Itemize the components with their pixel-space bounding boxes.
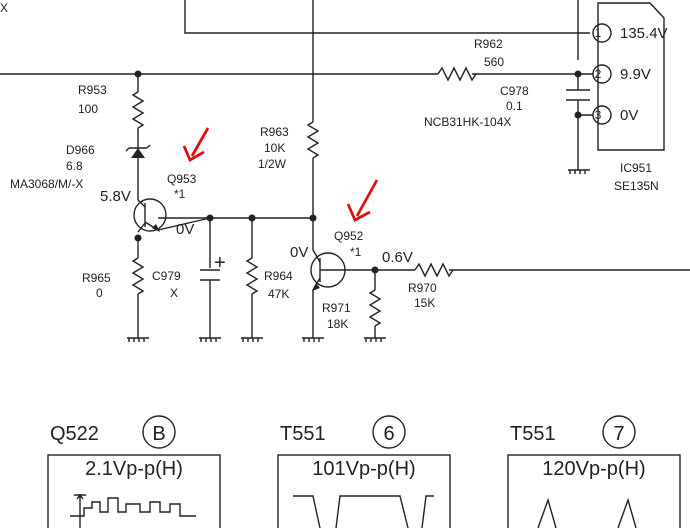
junction-dots — [131, 70, 582, 291]
waveform-3-amplitude: 120Vp-p(H) — [542, 458, 645, 480]
r964-ref: R964 — [264, 269, 293, 283]
waveform-2-point: 6 — [383, 423, 394, 445]
r964-resistor — [245, 257, 259, 295]
ic-pin1-voltage: 135.4V — [620, 25, 668, 42]
waveform-trace-1 — [70, 497, 196, 517]
waveform-3-ref: T551 — [510, 423, 556, 445]
q952-arrow-icon — [346, 179, 379, 222]
r963-power: 1/2W — [258, 157, 287, 171]
c978-capacitor — [566, 89, 590, 101]
annotation-arrows — [182, 127, 379, 222]
c979-ref: C979 — [152, 269, 181, 283]
waveform-2-point-circle — [372, 415, 406, 449]
r970-ref: R970 — [408, 281, 437, 295]
ic-pin3-number: 3 — [595, 108, 602, 122]
r962-resistor — [437, 66, 477, 82]
r965-value: 0 — [96, 286, 103, 300]
r963-value: 10K — [264, 141, 285, 155]
d966-zener-triangle — [131, 148, 145, 158]
ground-symbol — [568, 169, 590, 174]
ic-pin3-voltage: 0V — [620, 107, 638, 124]
r962-value: 560 — [484, 55, 504, 69]
waveform-3-point: 7 — [613, 423, 624, 445]
r970-value: 15K — [414, 296, 435, 310]
r953-value: 100 — [78, 102, 98, 116]
ic-pin2-number: 2 — [595, 67, 602, 81]
c978-ref: C978 — [500, 84, 529, 98]
r971-resistor — [368, 289, 382, 327]
r970-resistor — [414, 262, 454, 278]
waveform-trace-3 — [537, 497, 637, 528]
r965-ref: R965 — [82, 271, 111, 285]
q953-ref: Q953 — [167, 172, 197, 186]
r963-ref: R963 — [260, 125, 289, 139]
d966-ref: D966 — [66, 143, 95, 157]
q953-base-voltage: 5.8V — [100, 188, 131, 205]
ic951-body — [597, 2, 665, 151]
c979-value: X — [170, 286, 178, 300]
waveform-2-ref: T551 — [280, 423, 326, 445]
waveform-box-2 — [277, 454, 451, 528]
ic-pin-1 — [592, 23, 612, 43]
ic-part: SE135N — [614, 179, 659, 193]
r971-value: 18K — [327, 317, 348, 331]
left-edge-label: X — [0, 1, 8, 15]
q953-arrow-icon — [182, 127, 210, 162]
waveform-scale-1 — [74, 493, 86, 528]
q952-note: *1 — [350, 245, 362, 259]
r964-value: 47K — [268, 287, 289, 301]
d966-part: MA3068/M/-X — [10, 177, 83, 191]
waveform-trace-2 — [293, 495, 434, 528]
r962-ref: R962 — [474, 37, 503, 51]
waveform-1-amplitude: 2.1Vp-p(H) — [85, 458, 183, 480]
r963-resistor — [306, 121, 320, 159]
q952-ref: Q952 — [334, 229, 364, 243]
d966-value: 6.8 — [66, 159, 83, 173]
q953-transistor — [133, 198, 167, 232]
ic-pin1-number: 1 — [595, 26, 602, 40]
waveform-2-amplitude: 101Vp-p(H) — [312, 458, 415, 480]
ic-ref: IC951 — [620, 161, 652, 175]
q953-note: *1 — [174, 187, 186, 201]
waveform-1-point: B — [152, 423, 165, 445]
ic-pin2-voltage: 9.9V — [620, 66, 651, 83]
r953-resistor — [131, 91, 145, 129]
r953-ref: R953 — [78, 83, 107, 97]
c978-part: NCB31HK-104X — [424, 115, 511, 129]
waveform-1-ref: Q522 — [50, 423, 99, 445]
waveform-3-point-circle — [602, 415, 636, 449]
waveform-box-3 — [507, 454, 681, 528]
r965-resistor — [131, 257, 145, 295]
c979-plus-sign: + — [214, 252, 226, 274]
q952-collector-voltage: 0V — [290, 244, 308, 261]
c978-value: 0.1 — [506, 99, 523, 113]
waveform-1-point-circle — [142, 415, 176, 449]
q953-emitter-voltage: 0V — [176, 221, 194, 238]
waveform-box-1 — [47, 454, 221, 528]
r971-ref: R971 — [322, 301, 351, 315]
q952-base-voltage: 0.6V — [382, 249, 413, 266]
